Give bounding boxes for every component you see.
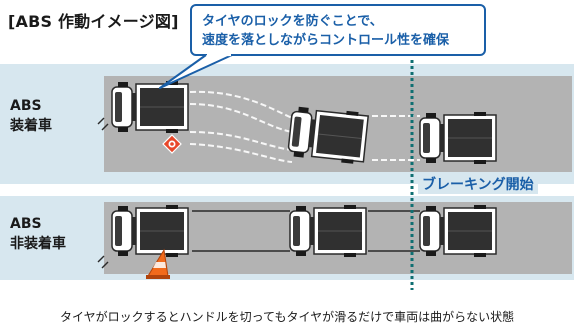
non-equipped-truck-start xyxy=(111,204,189,258)
equipped-truck-end xyxy=(419,111,497,165)
diagram-title: [ABS 作動イメージ図] xyxy=(8,12,179,31)
non-equipped-row-label-line1: ABS xyxy=(10,216,42,232)
non-equipped-row-label-line2: 非装着車 xyxy=(10,236,66,252)
equipped-row-label-line1: ABS xyxy=(10,98,42,114)
non-equipped-truck-middle xyxy=(289,204,367,258)
equipped-truck-swerve xyxy=(286,104,370,166)
braking-start-label: ブレーキング開始 xyxy=(418,174,538,194)
equipped-row-label-line2: 装着車 xyxy=(10,118,52,134)
non-equipped-row-label: ABS 非装着車 xyxy=(10,214,66,254)
non-equipped-truck-end xyxy=(419,204,497,258)
steer-motion-lines xyxy=(97,117,109,269)
equipped-truck-start xyxy=(111,80,189,134)
abs-benefit-callout: タイヤのロックを防ぐことで、 速度を落としながらコントロール性を確保 xyxy=(190,4,486,56)
road-sign-icon xyxy=(162,134,182,154)
diagram-caption: タイヤがロックするとハンドルを切ってもタイヤが滑るだけで車両は曲がらない状態 xyxy=(60,310,515,324)
callout-line2: 速度を落としながらコントロール性を確保 xyxy=(202,33,450,48)
callout-line1: タイヤのロックを防ぐことで、 xyxy=(202,14,383,29)
equipped-row-label: ABS 装着車 xyxy=(10,96,52,136)
traffic-cone-icon xyxy=(146,248,170,279)
